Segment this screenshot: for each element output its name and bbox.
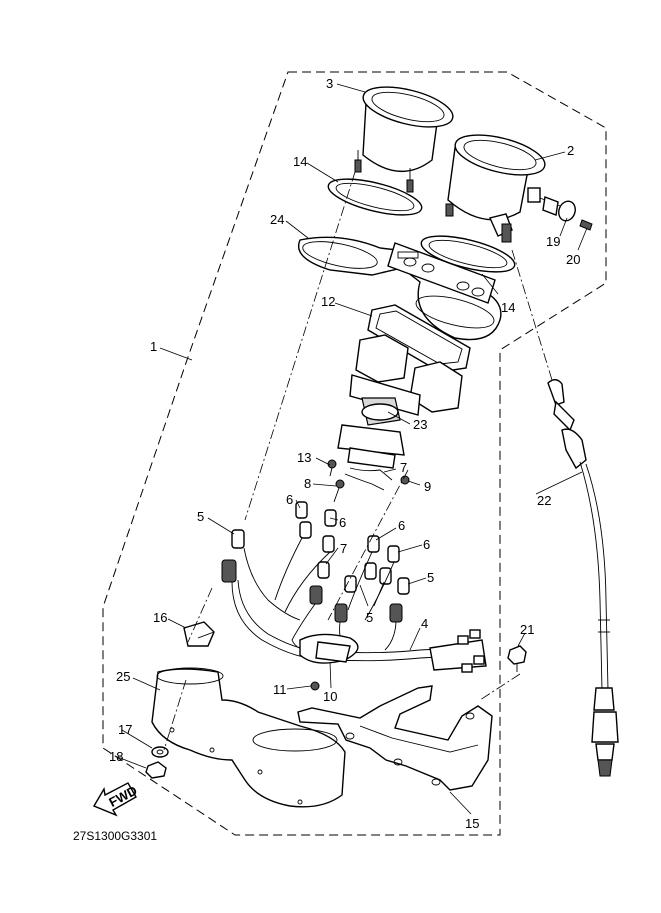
callout-labels: 1 2 3 4 5 5 5 6 6 6 6 7 7 8 9 10 11 12 1… — [109, 76, 580, 831]
bulb-sockets — [221, 501, 410, 623]
tachometer-gauge — [354, 86, 454, 193]
leader-lines — [114, 83, 588, 815]
callout-6b: 6 — [339, 515, 346, 530]
callout-16: 16 — [153, 610, 167, 625]
knob-screw — [579, 219, 593, 231]
harness-clamp — [183, 621, 215, 647]
callout-25: 25 — [116, 669, 130, 684]
meter-lower-cover — [151, 667, 346, 808]
reset-knob — [539, 196, 576, 222]
callout-14b: 14 — [501, 300, 515, 315]
callout-13: 13 — [297, 450, 311, 465]
wire-harness — [231, 537, 487, 673]
fwd-label: FWD — [106, 783, 139, 810]
callout-7a: 7 — [400, 460, 407, 475]
callout-14a: 14 — [293, 154, 307, 169]
callout-6d: 6 — [423, 537, 430, 552]
screw-11 — [310, 681, 320, 691]
forward-arrow: FWD — [92, 782, 140, 817]
callout-7b: 7 — [340, 541, 347, 556]
callout-18: 18 — [109, 749, 123, 764]
meter-stay — [297, 685, 493, 791]
callout-22: 22 — [537, 493, 551, 508]
assembly-boundary — [102, 71, 607, 836]
callout-6a: 6 — [286, 492, 293, 507]
screw-9 — [400, 475, 410, 485]
stay-bolt — [507, 645, 527, 672]
callout-11: 11 — [273, 682, 287, 697]
callout-23: 23 — [413, 417, 427, 432]
screw-13 — [327, 459, 337, 477]
callout-10: 10 — [323, 689, 337, 704]
callout-6c: 6 — [398, 518, 405, 533]
callout-17: 17 — [118, 722, 132, 737]
callout-8: 8 — [304, 476, 311, 491]
indicator-gasket — [367, 304, 471, 373]
callout-3: 3 — [326, 76, 333, 91]
callout-2: 2 — [567, 143, 574, 158]
callout-20: 20 — [566, 252, 580, 267]
meter-panel — [298, 236, 502, 341]
callout-9: 9 — [424, 479, 431, 494]
gauge-gasket-upper — [327, 178, 423, 216]
callout-24: 24 — [270, 212, 284, 227]
callout-21: 21 — [520, 622, 534, 637]
callout-5a: 5 — [197, 509, 204, 524]
callout-1: 1 — [150, 339, 157, 354]
screw-8 — [333, 479, 345, 503]
gauge-gasket-lower — [420, 235, 516, 273]
callout-4: 4 — [421, 616, 428, 631]
callout-5b: 5 — [427, 570, 434, 585]
speedometer-gauge — [445, 134, 546, 243]
indicator-housing — [337, 334, 463, 469]
callout-19: 19 — [546, 234, 560, 249]
callout-12: 12 — [321, 294, 335, 309]
speedometer-cable — [547, 379, 619, 777]
nut — [145, 761, 167, 779]
callout-5c: 5 — [366, 610, 373, 625]
drawing-code: 27S1300G3301 — [73, 829, 157, 843]
washer — [151, 746, 169, 758]
callout-15: 15 — [465, 816, 479, 831]
